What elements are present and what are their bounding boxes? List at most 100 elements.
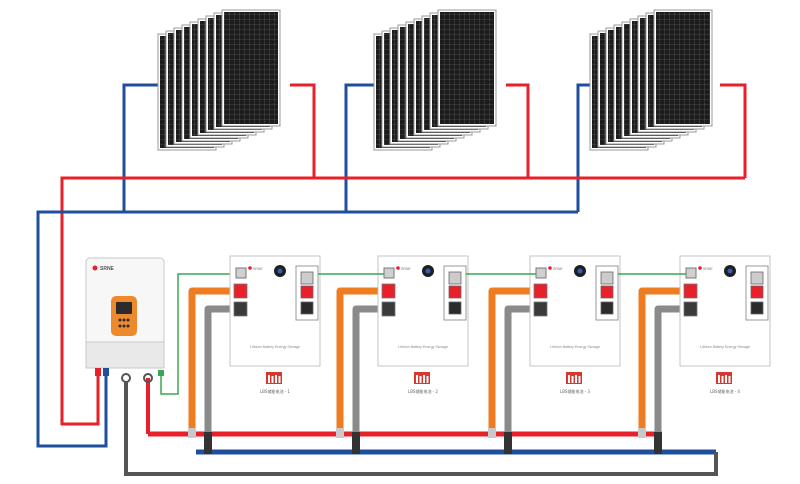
bus-connector-icon [352,432,360,454]
positive-terminal-icon [533,283,548,299]
battery-negative-cable [352,305,384,446]
solar-array-1 [157,9,281,151]
power-led-icon [727,268,733,274]
solar-panel-cells [656,12,710,124]
positive-terminal-icon [233,283,248,299]
battery-negative-cable [504,305,536,446]
battery-brand: SRNE [703,267,713,271]
inverter-brand: SRNE [100,266,115,272]
pv-wiring [36,83,747,448]
battery-label: Lithium Battery Energy Storage [550,345,600,349]
power-led-icon [277,268,283,274]
comm-port-icon [235,267,247,279]
battery-modules: SRNE Lithium Battery Energy StorageLBS储能电… [188,255,771,454]
solar-array-3 [589,9,713,151]
brand-logo-icon [396,266,400,270]
solar-panel-cells [440,12,494,124]
battery-cell-bar [419,376,422,383]
inverter-base [85,341,165,369]
battery-cell-bar [578,376,581,383]
battery-cell-bar [575,375,577,383]
battery-bus-wiring [124,378,718,476]
battery-cell-bar [426,376,429,383]
solar-panel-icon [221,9,281,127]
inverter-button-icon [122,318,126,322]
solar-arrays [157,9,713,151]
positive-terminal-icon [683,283,698,299]
battery-module-3: SRNE Lithium Battery Energy StorageLBS储能电… [488,255,621,454]
battery-positive-cable [336,287,384,428]
inverter-pv-terminal-neg [103,368,109,376]
power-led-icon [425,268,431,274]
solar-panel-cells [224,12,278,124]
side-terminal-icon [448,271,462,285]
side-terminal-icon [300,271,314,285]
positive-terminal-icon [381,283,396,299]
battery-label: Lithium Battery Energy Storage [700,345,750,349]
bus-connector-icon [504,432,512,454]
bus-connector-icon [204,432,212,454]
battery-cell-bar [416,375,418,383]
brand-logo-icon [548,266,552,270]
battery-cell-bar [271,376,274,383]
battery-cell-bar [725,375,727,383]
side-terminal-icon [448,301,462,315]
side-terminal-icon [300,301,314,315]
battery-positive-cable [638,287,686,428]
battery-positive-cable [488,287,536,428]
side-terminal-icon [300,285,314,299]
inverter-comm-port [158,370,164,376]
battery-cell-bar [728,376,731,383]
bus-connector-icon [488,428,496,438]
battery-label: Lithium Battery Energy Storage [250,345,300,349]
inverter-button-icon [118,318,122,322]
solar-panel-icon [437,9,497,127]
battery-brand: SRNE [253,267,263,271]
battery-brand: SRNE [401,267,411,271]
bus-connector-icon [188,428,196,438]
pv-positive-wire-array-2 [506,83,530,178]
side-terminal-icon [750,301,764,315]
inverter: SRNE [85,257,165,383]
side-terminal-icon [448,285,462,299]
battery-brand: SRNE [553,267,563,271]
battery-cell-bar [268,375,270,383]
negative-terminal-icon [233,301,248,317]
inverter-ground-lug-icon [121,373,131,383]
solar-array-2 [373,9,497,151]
battery-negative-cable [654,305,686,446]
inverter-logo-icon [92,265,98,271]
inverter-button-icon [118,324,122,328]
pv-positive-wire-array-3 [720,83,747,178]
battery-caption: LBS储能电池 - 2 [408,388,438,394]
ground-wire [124,382,718,476]
comm-port-icon [685,267,697,279]
side-terminal-icon [750,285,764,299]
brand-logo-icon [248,266,252,270]
comm-cable [160,273,236,395]
negative-terminal-icon [533,301,548,317]
comm-port-icon [383,267,395,279]
inverter-button-icon [122,324,126,328]
negative-terminal-icon [683,301,698,317]
side-terminal-icon [600,285,614,299]
pv-positive-wire-array-1 [290,83,316,178]
pv-negative-wire-array-3 [576,83,594,212]
comm-port-icon [535,267,547,279]
inverter-button-icon [126,318,130,322]
inverter-pv-terminal-pos [95,368,101,376]
side-terminal-icon [750,271,764,285]
solar-panel-icon [653,9,713,127]
pv-negative-wire-array-1 [122,83,162,212]
side-terminal-icon [600,271,614,285]
battery-cell-bar [721,376,724,383]
pv-negative-bus [36,210,578,448]
battery-caption: LBS储能电池 - 3 [560,388,590,394]
battery-cell-bar [275,375,277,383]
battery-cell-bar [278,376,281,383]
